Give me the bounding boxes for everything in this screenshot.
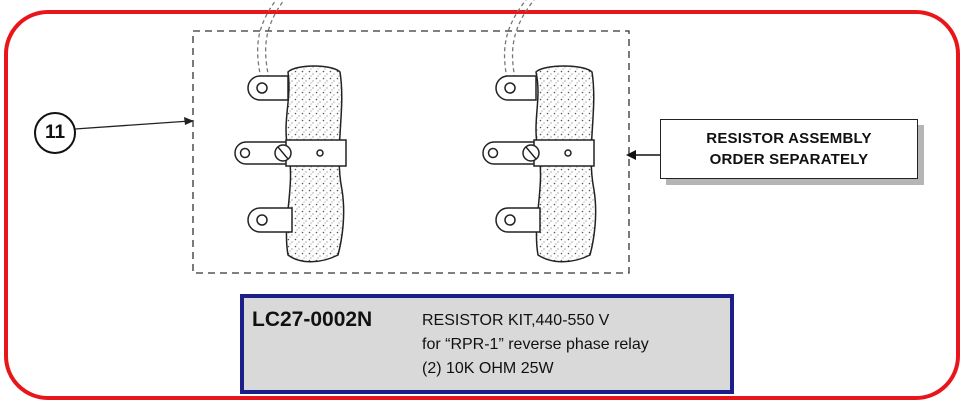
resistor-right-lugs: [482, 75, 541, 233]
resistor-kit-label: LC27-0002N RESISTOR KIT,440-550 V for “R…: [240, 294, 734, 394]
resistor-left-band: [285, 139, 347, 167]
callout-number: 11: [44, 122, 66, 143]
callout-arrowhead: [184, 117, 194, 125]
red-rounded-frame: [4, 10, 960, 400]
kit-description-line-2: for “RPR-1” reverse phase relay: [422, 336, 649, 353]
note-arrowhead: [626, 150, 636, 160]
callout-leader: [74, 120, 191, 130]
resistor-right: [482, 65, 597, 263]
resistor-left: [234, 65, 347, 263]
dashed-kit-boundary: [192, 30, 630, 274]
kit-part-number: LC27-0002N: [252, 308, 373, 331]
note-line-1: RESISTOR ASSEMBLY: [706, 130, 872, 147]
resistor-left-lugs: [234, 75, 293, 233]
kit-description-line-3: (2) 10K OHM 25W: [422, 360, 554, 377]
callout-circle: [34, 112, 76, 154]
note-line-2: ORDER SEPARATELY: [709, 151, 869, 168]
kit-description-line-1: RESISTOR KIT,440-550 V: [422, 312, 610, 329]
resistor-right-band: [533, 139, 595, 167]
resistor-assembly-note: RESISTOR ASSEMBLY ORDER SEPARATELY: [660, 119, 918, 179]
